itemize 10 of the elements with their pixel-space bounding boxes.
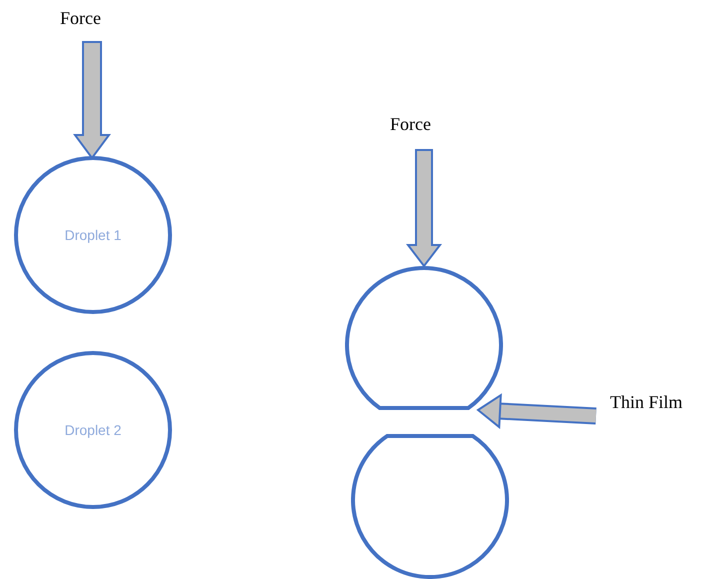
droplet-outline	[351, 434, 509, 579]
droplet-circle	[13, 350, 173, 510]
droplet-circle	[13, 155, 173, 315]
droplet-label: Droplet 2	[64, 422, 122, 438]
leader-arrow	[477, 394, 596, 428]
force-label: Force	[60, 8, 101, 29]
force-label: Force	[390, 114, 431, 135]
droplet-outline	[345, 266, 503, 410]
droplet-label: Droplet 1	[64, 227, 122, 243]
annotation-text: Thin Film	[610, 392, 683, 413]
